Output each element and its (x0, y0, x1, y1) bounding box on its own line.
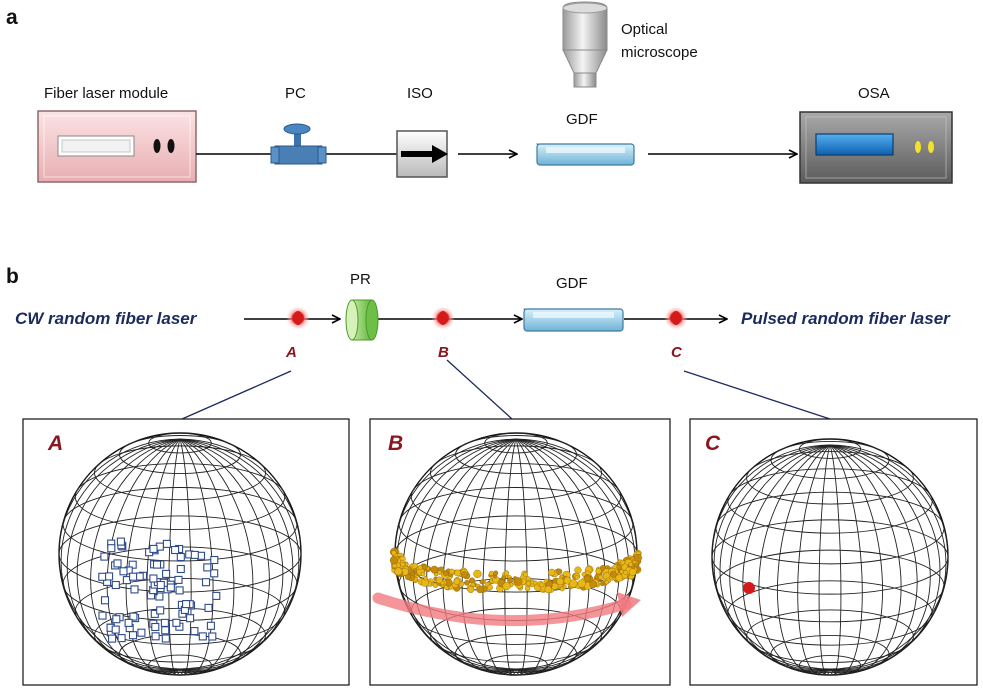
point-c-label: C (671, 344, 683, 361)
point-b-label: B (438, 344, 449, 361)
pc-label: PC (285, 85, 306, 102)
connector-line (181, 370, 292, 420)
pr-label: PR (350, 271, 371, 288)
polarizer-icon (345, 299, 379, 341)
point-a-marker (286, 306, 310, 330)
inset-c-label: C (705, 432, 721, 455)
point-a-label: A (285, 344, 297, 361)
gdf-label-b: GDF (556, 275, 588, 292)
pulsed-random-fiber-laser-label: Pulsed random fiber laser (741, 309, 951, 328)
gdf-icon (523, 308, 624, 332)
polarization-controller-icon (270, 123, 327, 165)
isolator-icon (396, 130, 448, 178)
fiber-laser-module (37, 110, 197, 183)
inset-b-label: B (388, 432, 403, 455)
osa-label: OSA (858, 85, 890, 102)
optical-microscope-label-line1: Optical (621, 21, 668, 38)
cw-random-fiber-laser-label: CW random fiber laser (15, 309, 198, 328)
polarization-band (390, 547, 642, 594)
panel-b-letter: b (6, 265, 19, 288)
fiber-laser-module-label: Fiber laser module (44, 85, 168, 102)
point-c-marker (664, 306, 688, 330)
panel-a-letter: a (6, 6, 18, 29)
iso-label: ISO (407, 85, 433, 102)
single-polarization-state (743, 582, 755, 594)
connector-line (446, 359, 513, 420)
osa-icon (799, 111, 953, 184)
point-b-marker (431, 306, 455, 330)
random-polarization-states (98, 537, 221, 643)
gdf-icon (536, 143, 635, 166)
rotation-arrow-icon (372, 592, 641, 627)
connector-line (683, 370, 831, 420)
optical-microscope-label-line2: microscope (621, 44, 698, 61)
optical-microscope-icon (562, 1, 608, 88)
inset-a-label: A (47, 432, 63, 455)
gdf-label: GDF (566, 111, 598, 128)
poincare-sphere-c (711, 438, 949, 676)
